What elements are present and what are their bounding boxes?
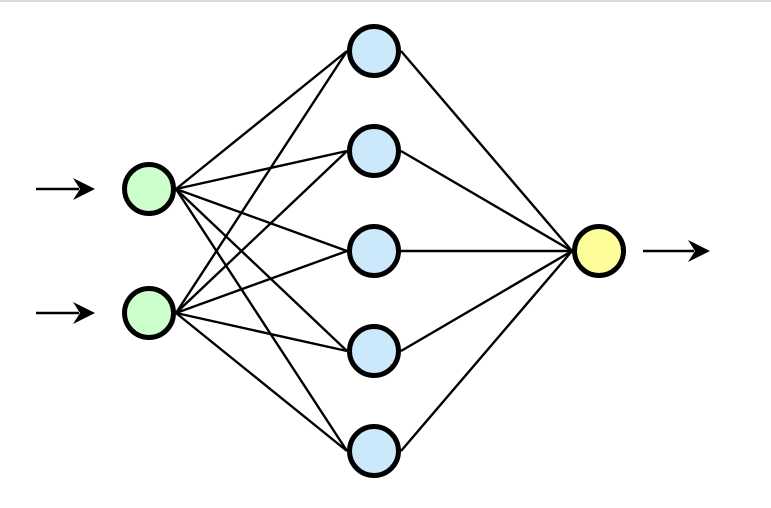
edge-hidden-node-4-to-output-node-1 — [400, 249, 573, 353]
edge-input-node-2-to-hidden-node-2 — [175, 150, 348, 314]
edge-hidden-node-1-to-output-node-1 — [400, 50, 573, 252]
edge-input-node-1-to-hidden-node-2 — [175, 149, 348, 191]
output-arrow-head — [688, 240, 710, 262]
input-node-2 — [122, 286, 176, 340]
edge-input-node-1-to-hidden-node-4 — [175, 188, 348, 352]
input-node-1 — [122, 162, 176, 216]
edge-input-node-1-to-hidden-node-3 — [175, 187, 348, 253]
edge-input-node-1-to-hidden-node-1 — [175, 50, 348, 190]
edge-hidden-node-5-to-output-node-1 — [400, 250, 573, 452]
input-arrow-2-head — [73, 302, 95, 324]
edge-input-node-2-to-hidden-node-3 — [175, 249, 348, 315]
edge-input-node-2-to-hidden-node-4 — [175, 311, 348, 353]
top-border-line — [0, 0, 771, 2]
hidden-node-2 — [347, 124, 401, 178]
hidden-node-4 — [347, 324, 401, 378]
input-arrow-1-head — [73, 178, 95, 200]
edge-input-node-2-to-hidden-node-5 — [175, 312, 348, 452]
hidden-node-5 — [347, 424, 401, 478]
edge-hidden-node-2-to-output-node-1 — [400, 149, 573, 253]
hidden-node-1 — [347, 24, 401, 78]
hidden-node-3 — [347, 224, 401, 278]
edge-input-node-2-to-hidden-node-1 — [174, 50, 349, 314]
output-node-1 — [572, 224, 626, 278]
edge-input-node-1-to-hidden-node-5 — [174, 188, 349, 452]
